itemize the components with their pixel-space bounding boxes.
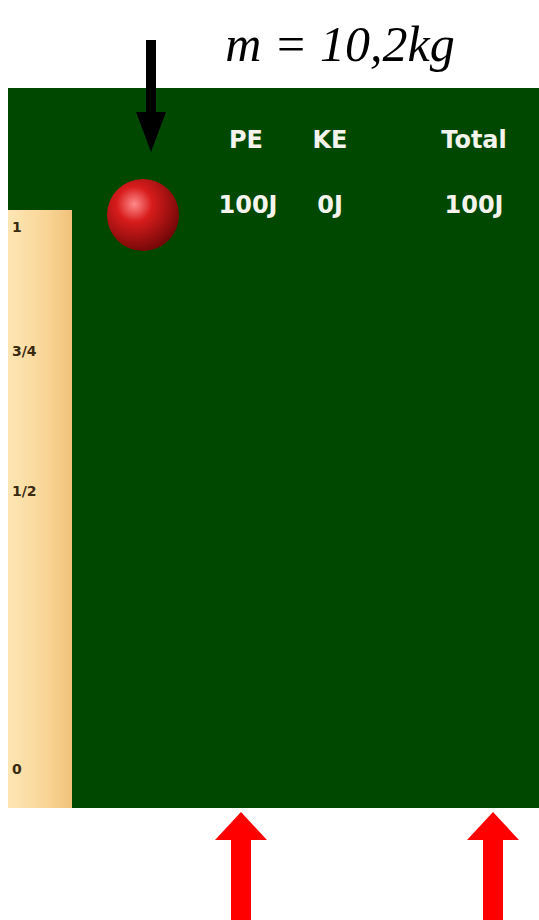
scale-mark: 3/4 <box>12 344 37 359</box>
column-header: KE <box>313 127 348 153</box>
energy-value: 100J <box>444 192 503 218</box>
up-arrow <box>467 812 519 920</box>
ball <box>107 179 179 251</box>
column-header: PE <box>229 127 263 153</box>
mass-arrow <box>136 40 166 152</box>
mass-label: m = 10,2kg <box>225 17 455 72</box>
up-arrow <box>215 812 267 920</box>
energy-value: 0J <box>317 192 343 218</box>
energy-value: 100J <box>218 192 277 218</box>
scale-mark: 1 <box>12 220 22 235</box>
chalkboard-panel <box>8 88 539 808</box>
scale-mark: 0 <box>12 762 22 777</box>
scale-mark: 1/2 <box>12 484 37 499</box>
column-header: Total <box>441 127 507 153</box>
height-scale: 1 3/4 1/2 0 <box>8 210 72 808</box>
